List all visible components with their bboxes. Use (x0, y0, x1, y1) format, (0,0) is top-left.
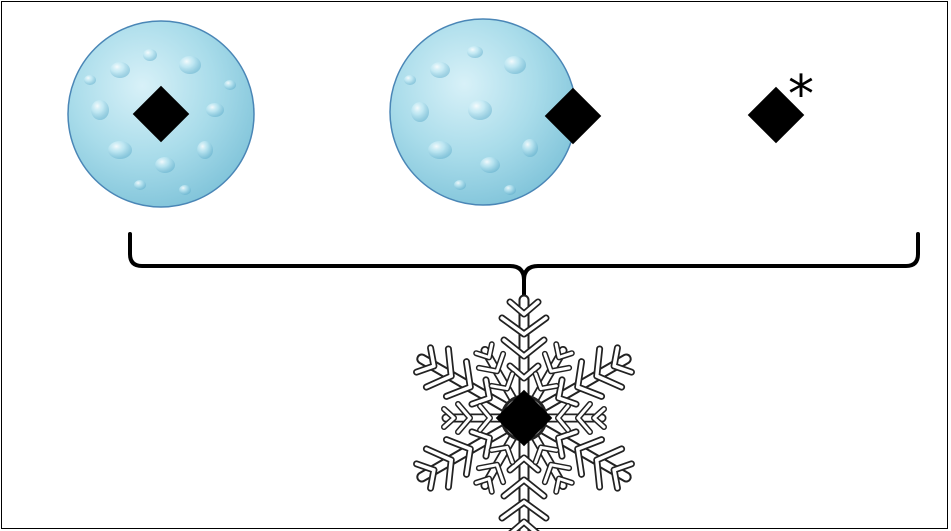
asterisk-annotation: * (788, 65, 814, 125)
marker-right: * (748, 65, 814, 143)
snowflake (411, 300, 637, 531)
water-droplet-middle (390, 19, 601, 205)
water-droplet-left (68, 21, 254, 207)
diamond-icon (496, 390, 553, 447)
curly-brace-connector (130, 234, 918, 296)
